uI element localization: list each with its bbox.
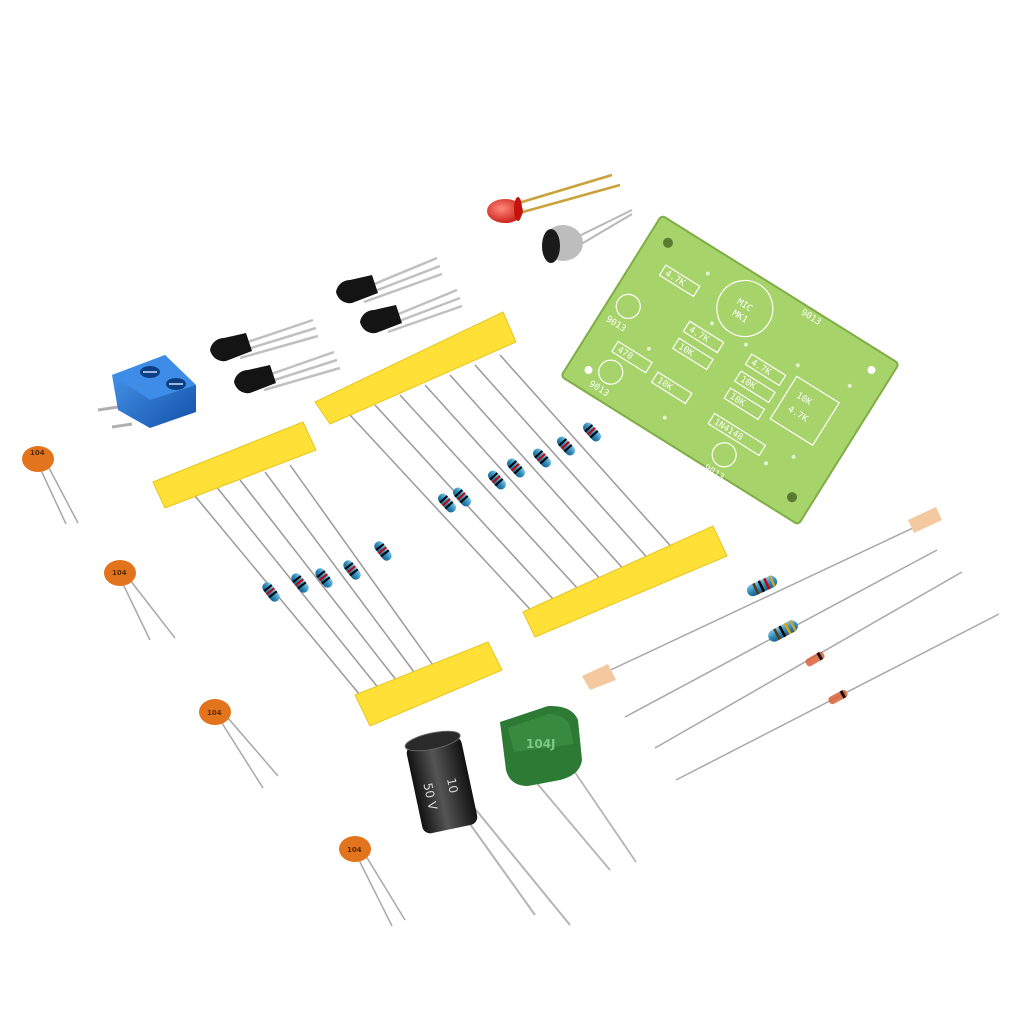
loose-resistor-2 <box>624 549 938 718</box>
film-capacitor: 104J <box>500 705 637 871</box>
loose-resistor-1 <box>582 507 942 690</box>
transistor-3 <box>210 318 319 362</box>
red-led <box>487 173 621 223</box>
electrolytic-capacity-marking: 10 <box>444 777 461 795</box>
ceramic-capacitor-marking: 104 <box>347 846 362 854</box>
tape-strip <box>314 311 517 425</box>
resistor <box>262 582 280 602</box>
diode-1n4148-1 <box>654 571 963 749</box>
resistor <box>452 487 472 507</box>
resistor-bundle-right <box>314 311 728 638</box>
resistor <box>291 573 309 593</box>
resistor <box>343 560 361 580</box>
electrolytic-capacitor: 50 V 10 <box>404 730 571 926</box>
electrolytic-voltage-marking: 50 V <box>420 782 440 812</box>
resistor-bundle-left <box>152 421 503 727</box>
transistor-4 <box>234 350 341 394</box>
resistor <box>506 458 526 478</box>
ceramic-capacitor-4: 104 <box>339 836 406 927</box>
tape-strip <box>522 525 728 638</box>
diode-1n4148-2 <box>675 613 1000 781</box>
electret-microphone <box>542 209 633 263</box>
resistor <box>487 470 507 490</box>
resistor <box>315 568 333 588</box>
ceramic-capacitor-2: 104 <box>104 560 176 641</box>
tape-strip <box>354 641 503 727</box>
ceramic-capacitor-marking: 104 <box>207 709 222 717</box>
ceramic-capacitor-marking: 104 <box>30 449 45 457</box>
pcb-board: MIC MK1 4.7K 4.7K 10K 4.7K 10K 10K 470 1… <box>561 215 899 525</box>
transistor-1 <box>336 256 443 304</box>
resistor <box>532 448 552 468</box>
tape-strip <box>152 421 317 509</box>
transistor-2 <box>360 288 463 334</box>
resistor <box>374 541 392 561</box>
resistor <box>582 422 602 442</box>
resistor <box>437 493 457 513</box>
resistor <box>556 436 576 456</box>
ceramic-capacitor-1: 104 <box>22 446 79 525</box>
blue-screw-terminal <box>97 355 196 429</box>
film-capacitor-marking: 104J <box>526 737 556 751</box>
ceramic-capacitor-marking: 104 <box>112 569 127 577</box>
ceramic-capacitor-3: 104 <box>199 699 279 789</box>
